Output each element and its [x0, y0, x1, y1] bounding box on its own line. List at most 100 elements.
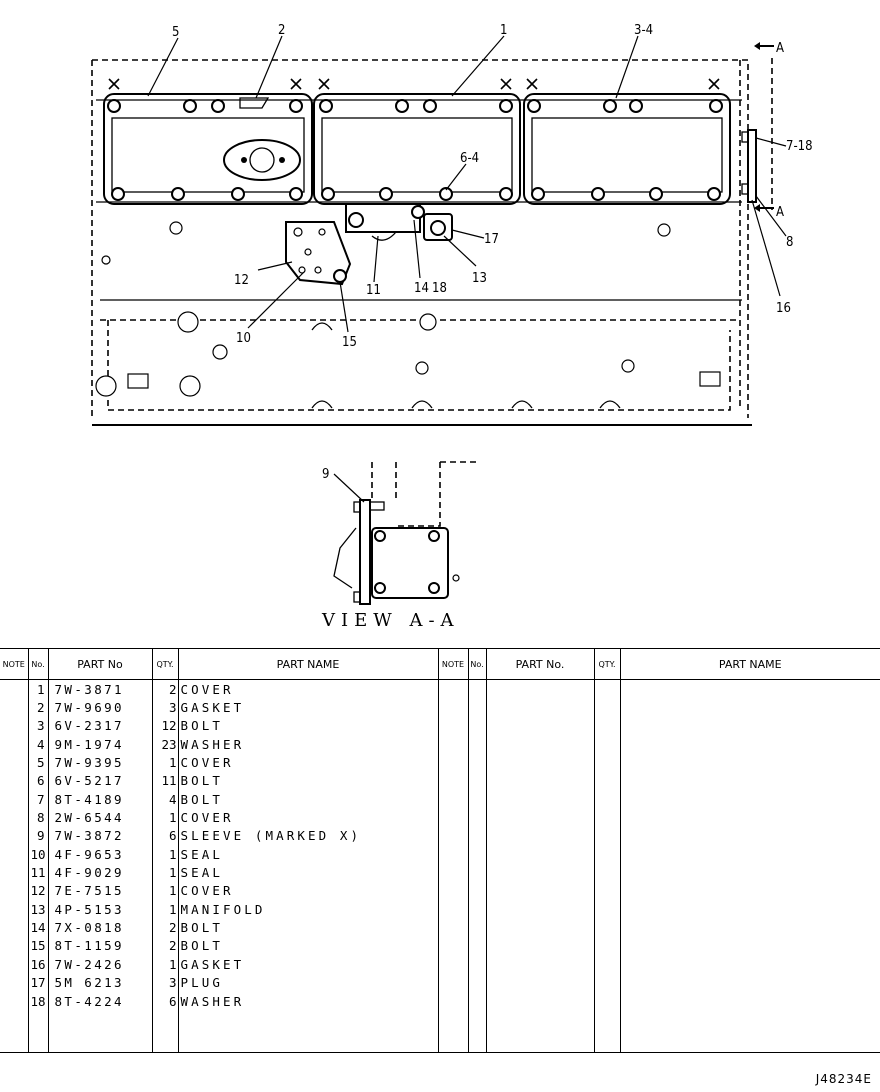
qty-cell: 3 [151, 973, 178, 992]
block-outline [92, 59, 749, 418]
view-title: VIEW A-A [321, 610, 460, 631]
note-cell [0, 974, 28, 992]
qty-cell-2 [593, 918, 620, 937]
note-cell-2 [437, 863, 468, 882]
part-no-cell-2 [485, 808, 594, 827]
qty-cell: 1 [151, 845, 178, 864]
part-no-cell: 2W-6544 [47, 808, 152, 827]
part-name-cell: COVER [177, 881, 438, 901]
part-name-cell: WASHER [177, 991, 438, 1011]
part-name-cell-2 [619, 698, 880, 717]
note-cell [0, 808, 28, 826]
part-no-cell: 7X-0818 [47, 918, 152, 937]
item-no-cell: 11 [27, 863, 48, 882]
header-qty-2: QTY. [593, 648, 620, 680]
part-no-cell-2 [485, 973, 594, 992]
qty-cell-2 [593, 735, 620, 754]
rear-cover [741, 42, 774, 212]
part-name-cell: SEAL [177, 845, 438, 864]
part-no-cell-2 [485, 991, 594, 1011]
part-name-cell: PLUG [177, 973, 438, 992]
item-no-cell-2 [467, 698, 486, 717]
header-note-2: NOTE [437, 648, 468, 680]
qty-cell: 23 [151, 735, 178, 754]
item-no-cell-2 [467, 771, 486, 791]
callout-2: 2 [278, 23, 285, 38]
item-no-cell: 13 [27, 900, 48, 919]
qty-cell: 6 [151, 826, 178, 846]
part-name-cell-2 [619, 991, 880, 1011]
note-cell [0, 937, 28, 955]
qty-cell-2 [593, 790, 620, 809]
item-no-cell-2 [467, 955, 486, 974]
part-name-cell-2 [619, 735, 880, 754]
callout-9: 9 [322, 467, 329, 482]
qty-cell-2 [593, 900, 620, 919]
parts-list: NOTE No. PART No QTY. PART NAME NOTE No.… [0, 648, 880, 1054]
item-no-cell-2 [467, 845, 486, 864]
item-no-cell: 5 [27, 753, 48, 772]
qty-cell-2 [593, 863, 620, 882]
part-no-cell: 6V-2317 [47, 716, 152, 736]
qty-cell: 1 [151, 900, 178, 919]
qty-cell-2 [593, 808, 620, 827]
callout-5: 5 [172, 25, 179, 40]
item-no-cell: 6 [27, 771, 48, 791]
header-qty: QTY. [151, 648, 178, 680]
view-a-a-detail [333, 461, 478, 605]
item-no-cell-2 [467, 936, 486, 956]
part-name-cell-2 [619, 863, 880, 882]
note-cell-2 [437, 679, 468, 699]
sleeve-x-marks [108, 78, 720, 90]
note-cell-2 [437, 735, 468, 754]
item-no-cell-2 [467, 716, 486, 736]
header-part-name-2: PART NAME [619, 648, 880, 680]
note-cell [0, 882, 28, 900]
qty-cell: 3 [151, 698, 178, 717]
note-cell [0, 992, 28, 1010]
part-name-cell: GASKET [177, 698, 438, 717]
item-no-cell-2 [467, 973, 486, 992]
note-cell-2 [437, 698, 468, 717]
qty-cell: 2 [151, 679, 178, 699]
qty-cell: 11 [151, 771, 178, 791]
note-cell [0, 717, 28, 735]
qty-cell: 1 [151, 753, 178, 772]
breather-cover [285, 221, 352, 286]
note-cell-2 [437, 753, 468, 772]
gasket-tab [239, 97, 270, 109]
manifold [345, 203, 453, 241]
callout-17: 17 [484, 232, 499, 247]
part-no-cell: 7W-9690 [47, 698, 152, 717]
item-no-cell: 10 [27, 845, 48, 864]
part-name-cell: SEAL [177, 863, 438, 882]
qty-cell: 2 [151, 936, 178, 956]
note-cell-2 [437, 955, 468, 974]
item-no-cell: 17 [27, 973, 48, 992]
callout-18: 18 [432, 281, 447, 296]
callout-6-4: 6-4 [460, 151, 479, 166]
part-no-cell: 5M 6213 [47, 973, 152, 992]
item-no-cell: 18 [27, 991, 48, 1011]
qty-cell-2 [593, 991, 620, 1011]
item-no-cell-2 [467, 863, 486, 882]
item-no-cell-2 [467, 826, 486, 846]
callout-3-4: 3-4 [634, 23, 653, 38]
item-no-cell: 9 [27, 826, 48, 846]
callout-11: 11 [366, 283, 381, 298]
qty-cell: 2 [151, 918, 178, 937]
qty-cell-2 [593, 698, 620, 717]
item-no-cell-2 [467, 881, 486, 901]
callout-7-18: 7-18 [786, 139, 813, 154]
item-no-cell: 15 [27, 936, 48, 956]
note-cell [0, 698, 28, 716]
qty-cell-2 [593, 753, 620, 772]
note-cell [0, 827, 28, 845]
qty-cell-2 [593, 973, 620, 992]
